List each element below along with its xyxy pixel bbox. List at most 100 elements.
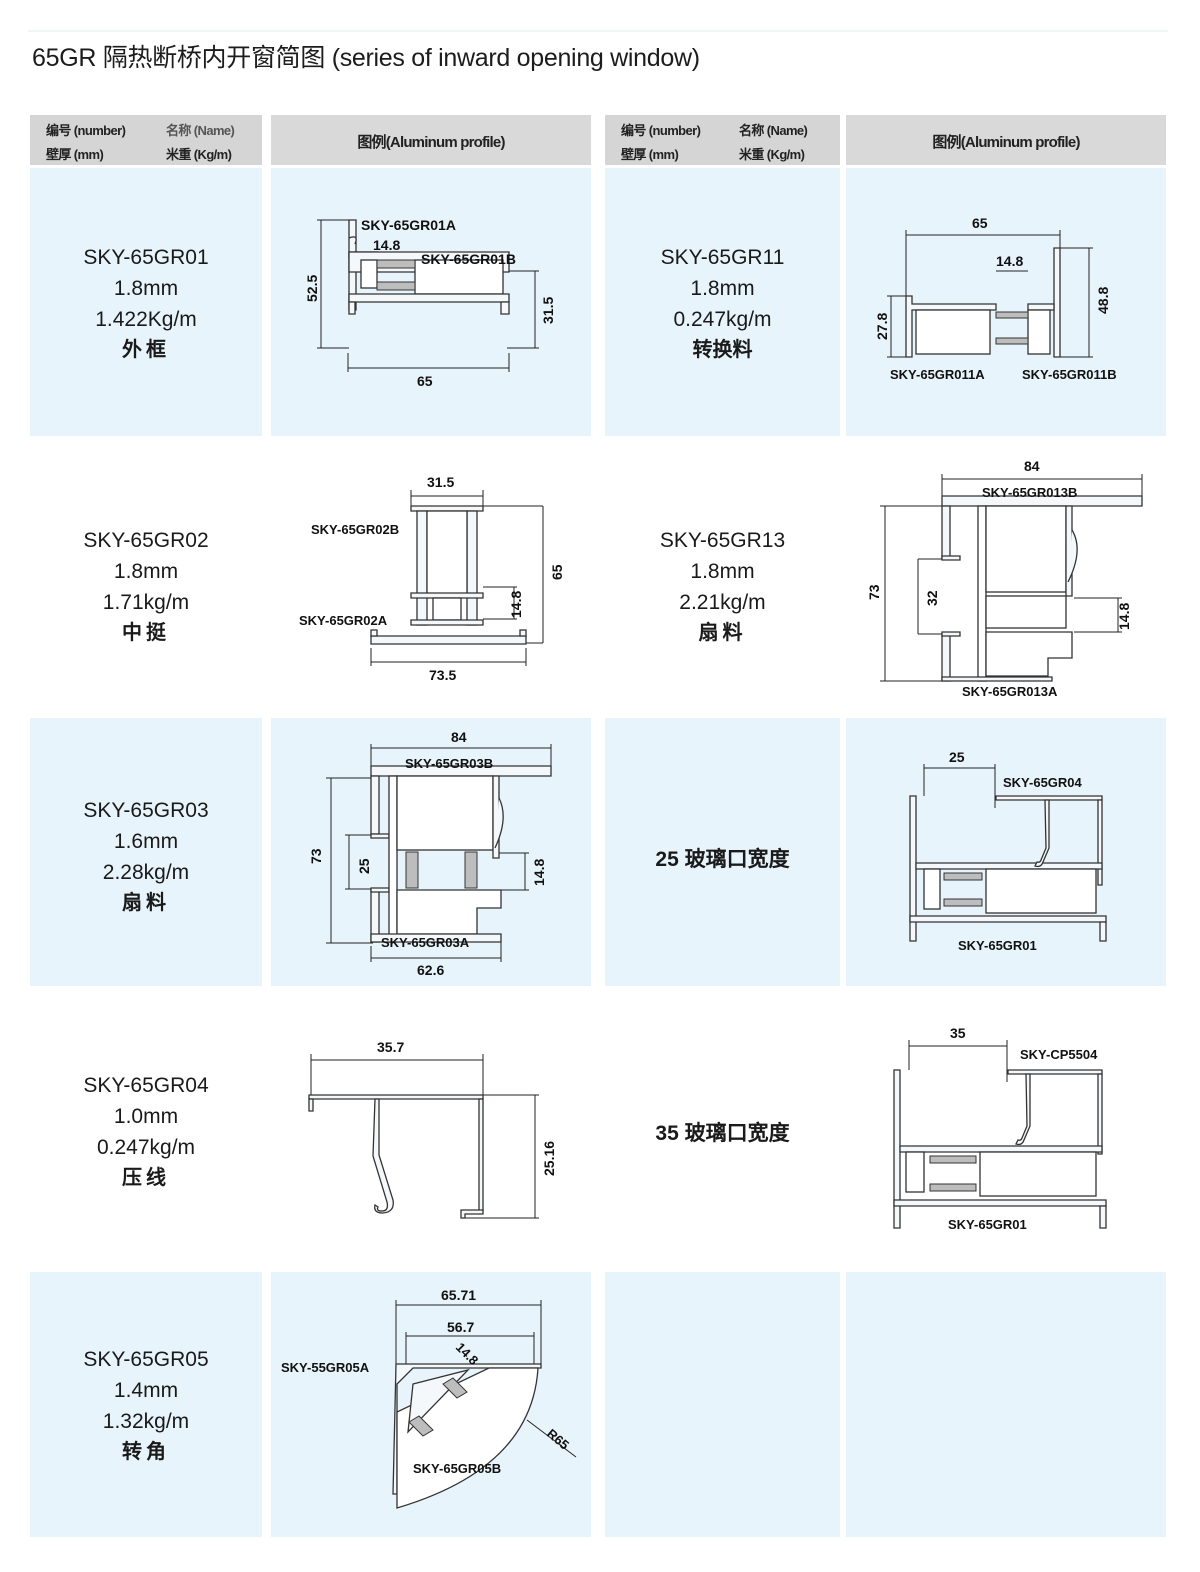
profile-name: 中挺	[122, 622, 170, 644]
row-bg	[30, 168, 262, 436]
dimension-label: 73	[308, 848, 324, 864]
dimension-label: 25	[949, 749, 965, 765]
unit-weight: 0.247kg/m	[96, 1136, 196, 1159]
header-profile-label: 图例(Aluminum profile)	[932, 134, 1080, 151]
dimension-label: 84	[1024, 458, 1040, 474]
dimension-label: 25	[356, 858, 372, 874]
dimension-label: 65	[417, 373, 433, 389]
profile-name: 外框	[122, 339, 170, 361]
dimension-lines	[887, 230, 1093, 358]
wall-thickness: 1.8mm	[113, 277, 179, 300]
dimension-label: 35	[950, 1025, 966, 1041]
header-weight-label: 米重 (Kg/m)	[166, 147, 232, 162]
part-label: SKY-65GR013A	[962, 684, 1058, 699]
header-weight-label: 米重 (Kg/m)	[739, 147, 805, 162]
part-label: SKY-65GR04	[1003, 775, 1083, 790]
profile-code: SKY-65GR11	[660, 246, 785, 269]
profile-drawing-gr01: SKY-65GR01A 14.8 SKY-65GR01B 52.5 31.5 6…	[304, 217, 556, 389]
part-label: SKY-65GR011B	[1022, 367, 1117, 382]
wall-thickness: 1.8mm	[690, 277, 755, 300]
part-label: SKY-65GR03A	[381, 935, 470, 950]
dimension-label: 35.7	[377, 1039, 404, 1055]
row-bg	[846, 718, 1166, 986]
wall-thickness: 1.0mm	[113, 1105, 179, 1128]
profile-drawing-glass-25: 25 SKY-65GR04 SKY-65GR01	[909, 749, 1107, 953]
part-label: SKY-CP5504	[1020, 1047, 1098, 1062]
header-profile-label: 图例(Aluminum profile)	[357, 134, 505, 151]
dimension-label: 25.16	[541, 1141, 557, 1176]
header-number-label: 编号 (number)	[621, 123, 701, 138]
profile-name: 扇料	[698, 622, 747, 644]
profile-code: SKY-65GR01	[83, 246, 209, 269]
page-title: 65GR 隔热断桥内开窗简图 (series of inward opening…	[32, 44, 700, 72]
header-thickness-label: 壁厚 (mm)	[621, 147, 679, 162]
dimension-label: 65.71	[441, 1287, 476, 1303]
profile-shape	[909, 795, 1107, 942]
profile-drawing-gr03: 84 SKY-65GR03B 73 25 14.8 SKY-65GR03A 62…	[308, 729, 552, 978]
part-label: SKY-65GR02B	[311, 522, 399, 537]
dimension-label: 31.5	[540, 297, 556, 324]
spec-block-gr04: SKY-65GR04 1.0mm 0.247kg/m 压线	[30, 1070, 262, 1194]
profile-shape	[308, 1094, 484, 1219]
part-label: SKY-55GR05A	[281, 1360, 370, 1375]
profile-drawing-gr13: 84 SKY-65GR013B 73 32 14.8 SKY-65GR013A	[866, 458, 1143, 699]
profile-shape	[370, 765, 552, 943]
row-bg	[846, 1272, 1166, 1537]
row-bg	[605, 168, 840, 436]
spec-block-gr01: SKY-65GR01 1.8mm 1.422Kg/m 外框	[30, 242, 262, 366]
dimension-label: 32	[924, 590, 940, 606]
right-header-profile: 图例(Aluminum profile)	[846, 115, 1166, 165]
profile-drawing-gr05: 65.71 56.7 14.8 SKY-55GR05A SKY-65GR05B …	[281, 1287, 577, 1509]
dimension-label: 27.8	[874, 313, 890, 340]
wall-thickness: 1.8mm	[690, 560, 755, 583]
header-name-label: 名称 (Name)	[739, 123, 808, 138]
profile-drawing-gr04: 35.7 25.16	[308, 1039, 557, 1219]
row-bg	[30, 1272, 262, 1537]
dimension-label: 48.8	[1095, 287, 1111, 314]
dimension-label: 14.8	[508, 591, 524, 618]
dimension-lines	[310, 1054, 539, 1219]
part-label: SKY-65GR01	[948, 1217, 1027, 1232]
unit-weight: 0.247kg/m	[673, 308, 772, 331]
spec-block-gr11: SKY-65GR11 1.8mm 0.247kg/m 转换料	[605, 242, 840, 366]
profile-shape	[941, 495, 1143, 682]
dimension-lines	[880, 474, 1143, 682]
glass-width-35: 35 玻璃口宽度	[655, 1122, 790, 1145]
dimension-label: 65	[972, 215, 988, 231]
profile-name: 扇料	[122, 892, 170, 914]
profile-code: SKY-65GR04	[83, 1074, 209, 1097]
dimension-label: 14.8	[996, 253, 1023, 269]
part-label: SKY-65GR02A	[299, 613, 388, 628]
profile-code: SKY-65GR02	[83, 529, 209, 552]
wall-thickness: 1.4mm	[113, 1379, 179, 1402]
profile-drawing-gr11: 65 14.8 27.8 48.8 SKY-65GR011A SKY-65GR0…	[874, 215, 1117, 382]
part-label: SKY-65GR013B	[982, 485, 1077, 500]
profile-shape	[348, 219, 510, 315]
dimension-lines	[326, 744, 552, 962]
dimension-lines	[923, 764, 996, 808]
profile-shape	[905, 247, 1061, 358]
unit-weight: 2.21kg/m	[679, 591, 766, 614]
part-label: SKY-65GR05B	[413, 1461, 501, 1476]
glass-width-25: 25 玻璃口宽度	[655, 848, 790, 871]
unit-weight: 1.422Kg/m	[95, 308, 197, 331]
row-bg	[30, 718, 262, 986]
dimension-lines	[908, 1040, 1008, 1082]
profile-shape	[893, 1069, 1107, 1229]
row-bg	[605, 1272, 840, 1537]
dimension-label: 73.5	[429, 667, 456, 683]
profile-shape	[370, 505, 527, 645]
right-header-info: 编号 (number) 名称 (Name) 壁厚 (mm) 米重 (Kg/m)	[605, 115, 840, 165]
dimension-label: R65	[544, 1426, 572, 1453]
part-label: SKY-65GR01B	[421, 251, 516, 267]
profile-code: SKY-65GR13	[659, 529, 786, 552]
part-label: SKY-65GR03B	[405, 756, 493, 771]
unit-weight: 2.28kg/m	[102, 861, 190, 884]
part-label: SKY-65GR01A	[361, 217, 456, 233]
spec-block-gr03: SKY-65GR03 1.6mm 2.28kg/m 扇料	[30, 795, 262, 919]
row-bg	[605, 718, 840, 986]
dimension-label: 14.8	[1116, 603, 1132, 630]
profile-name: 压线	[122, 1167, 170, 1189]
dimension-lines	[395, 1300, 577, 1458]
spec-block-gr05: SKY-65GR05 1.4mm 1.32kg/m 转角	[30, 1344, 262, 1468]
